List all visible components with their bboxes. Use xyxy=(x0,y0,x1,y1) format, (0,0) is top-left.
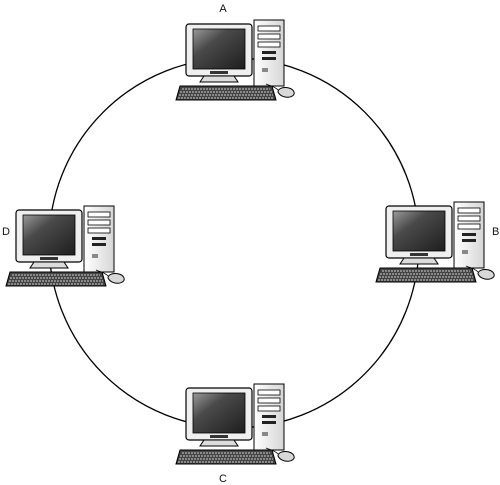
computer-a: A xyxy=(175,3,295,101)
node-label-b: B xyxy=(492,226,499,238)
computer-c-icon xyxy=(175,383,295,465)
computer-d-icon xyxy=(5,205,125,287)
computer-a-icon xyxy=(175,19,295,101)
computer-b-icon xyxy=(375,201,495,283)
node-label-a: A xyxy=(219,3,227,15)
computer-c: C xyxy=(175,383,295,485)
computer-b: B xyxy=(375,201,499,283)
node-label-c: C xyxy=(219,473,227,485)
node-label-d: D xyxy=(2,226,10,238)
computer-d: D xyxy=(2,205,125,287)
